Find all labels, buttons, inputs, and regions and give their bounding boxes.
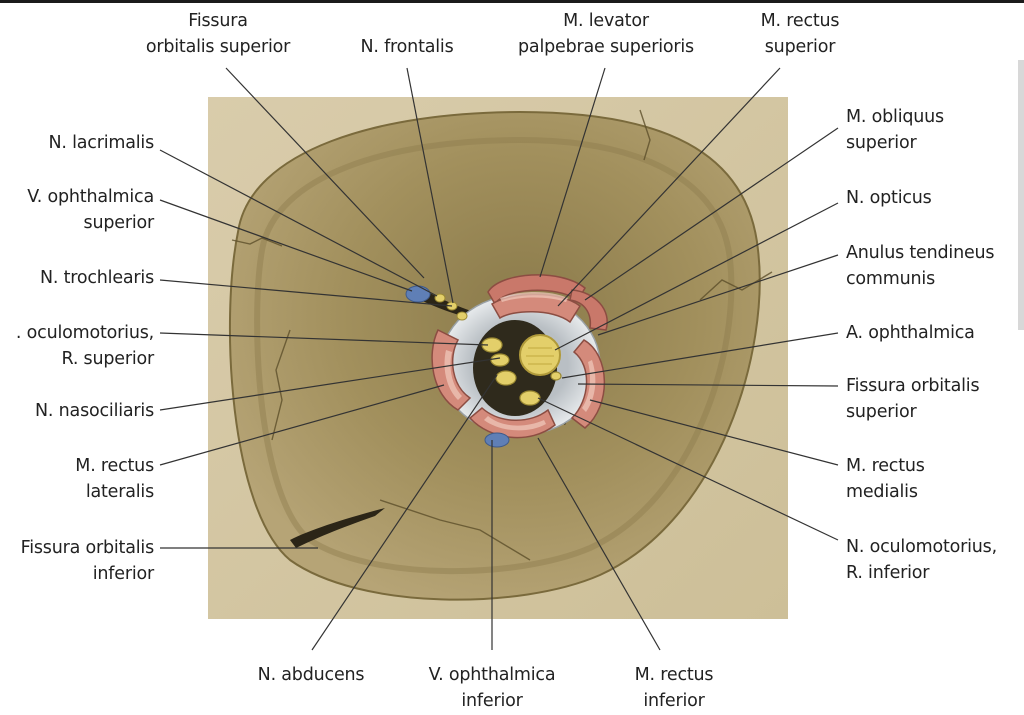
nerves (481, 337, 562, 406)
fissura-orbitalis-inferior (290, 508, 385, 548)
label-n-oculomotorius-r-superior: . oculomotorius,R. superior (15, 323, 154, 369)
label-n-abducens: N. abducens (257, 665, 365, 685)
label-n-opticus: N. opticus (846, 188, 932, 208)
bone-sutures (231, 109, 773, 561)
label-n-oculomotorius-r-inferior: N. oculomotorius,R. inferior (846, 537, 997, 583)
leader-lines (159, 67, 839, 651)
n-opticus-texture (526, 347, 554, 365)
label-n-nasociliaris: N. nasociliaris (35, 401, 154, 421)
m-rectus-lateralis (431, 328, 472, 411)
label-n-trochlearis: N. trochlearis (39, 268, 154, 288)
label-a-ophthalmica: A. ophthalmica (846, 323, 975, 343)
veins (405, 285, 510, 448)
orbit-rim-shade (254, 136, 735, 575)
top-border (0, 0, 1024, 3)
right-edge-strip (1018, 60, 1024, 330)
muscles (431, 274, 608, 439)
label-n-lacrimalis: N. lacrimalis (48, 133, 155, 153)
n-opticus (519, 334, 561, 376)
label-n-frontalis: N. frontalis (360, 37, 454, 57)
